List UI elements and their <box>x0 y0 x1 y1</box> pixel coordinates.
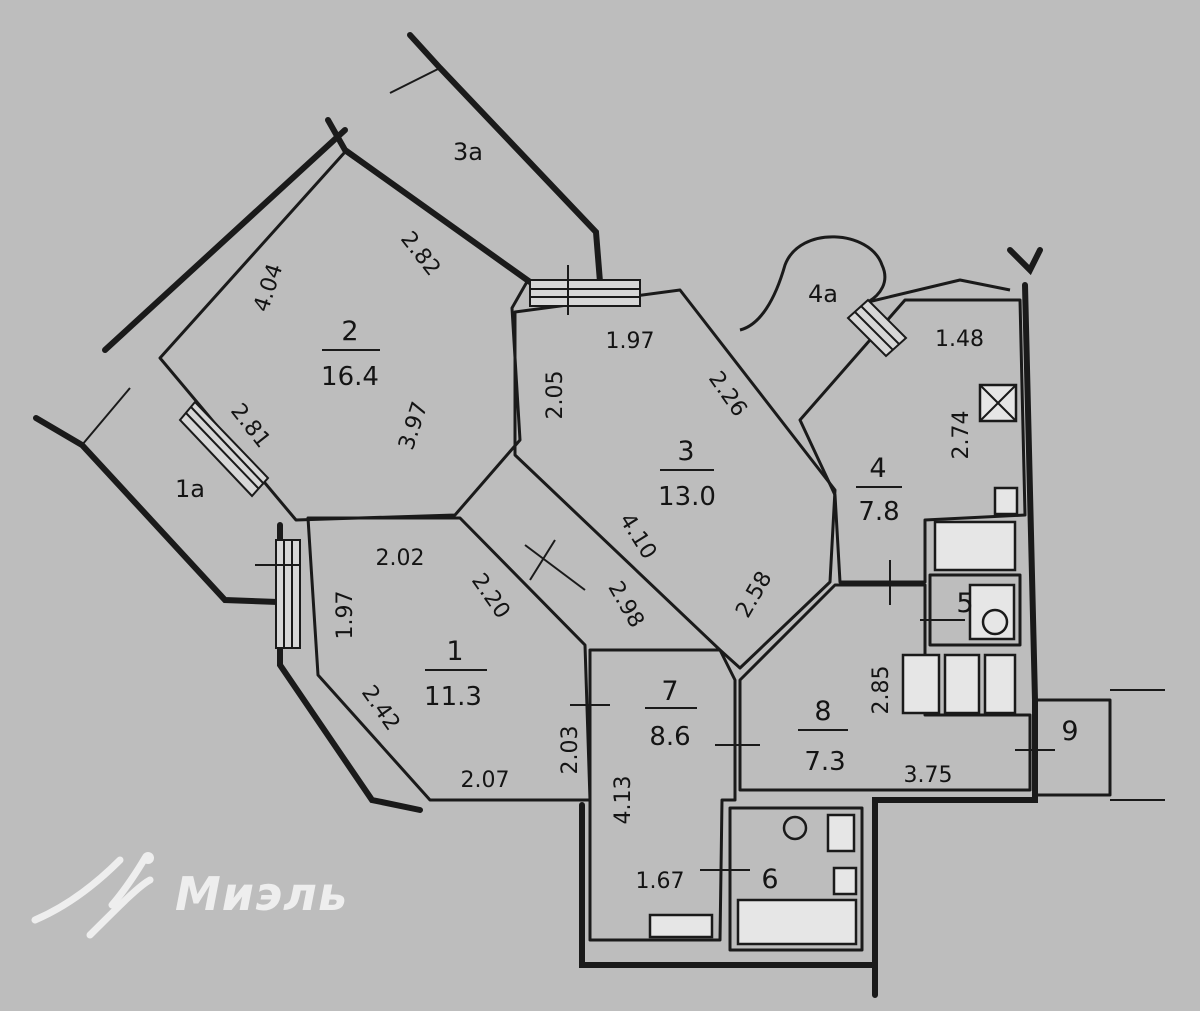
dim-r8-right: 2.85 <box>869 666 894 715</box>
windows <box>178 279 908 649</box>
dim-r7-bottom: 1.67 <box>636 869 685 894</box>
room-5-outline <box>928 573 1022 647</box>
door-room-2 <box>524 544 586 591</box>
watermark-logo-dot <box>142 852 154 864</box>
balcony-3a-rail <box>407 32 603 285</box>
room-5-number: 5 <box>956 588 973 619</box>
room-2-wall-left <box>102 127 348 353</box>
window-room-2 <box>178 400 270 498</box>
dim-r4-right: 2.74 <box>949 411 974 460</box>
balcony-1a-label: 1a <box>175 475 205 503</box>
dim-r1-top: 2.02 <box>376 546 425 571</box>
room-1-number: 1 <box>446 636 463 667</box>
room-1-area: 11.3 <box>424 682 482 712</box>
dim-r7-left: 4.13 <box>611 776 636 825</box>
fixtures <box>648 383 1019 946</box>
room-3-outline <box>513 288 837 670</box>
cabinets-room-8 <box>901 653 1017 715</box>
dim-r1-bottom: 2.07 <box>461 768 510 793</box>
room-labels: 2 16.4 3 13.0 4 7.8 1 11.3 7 8.6 8 7.3 5… <box>175 138 1079 895</box>
sink-room-6 <box>832 866 858 896</box>
dim-r3-top: 1.97 <box>606 329 655 354</box>
room-2-number: 2 <box>341 316 358 347</box>
room-4-wall-right <box>1022 282 1038 703</box>
room-2-area: 16.4 <box>321 362 379 392</box>
outer-walls <box>33 32 1165 998</box>
room-7-area: 8.6 <box>649 722 690 752</box>
dim-r1-right: 2.03 <box>558 726 583 775</box>
room-8-area: 7.3 <box>804 747 845 777</box>
dim-r4-top: 1.48 <box>935 327 984 352</box>
cabinet-room-7 <box>648 913 714 939</box>
room-7-outline <box>588 648 737 942</box>
watermark-text: Миэль <box>175 867 348 921</box>
watermark: Миэль <box>31 852 348 939</box>
bathtub-room-6 <box>736 898 858 946</box>
room-4-outline <box>798 298 1027 584</box>
room-4-number: 4 <box>869 453 886 484</box>
room-2-wall-top <box>325 117 533 285</box>
balcony-3a-label: 3a <box>453 138 483 166</box>
door-marks <box>255 265 1055 871</box>
dim-r1-left: 1.97 <box>333 591 358 640</box>
room-8-outline <box>738 583 1032 792</box>
room-7-number: 7 <box>661 676 678 707</box>
balcony-4a-label: 4a <box>808 280 838 308</box>
balcony-4a-outline <box>739 235 1011 332</box>
window-room-1 <box>275 539 301 649</box>
room-9-number: 9 <box>1061 716 1078 747</box>
window-room-4 <box>846 298 908 358</box>
toilet-room-6 <box>782 813 856 853</box>
door-room-2-b <box>529 539 556 581</box>
room-9-outline <box>1033 698 1112 797</box>
outer-wall-bottom <box>579 802 878 968</box>
balcony-1a-edge <box>81 387 131 446</box>
dim-r3-left: 2.05 <box>543 371 568 420</box>
dim-r8-bottom: 3.75 <box>904 763 953 788</box>
balcony-3a-edge <box>389 67 441 94</box>
window-room-3 <box>529 279 641 307</box>
room-3-area: 13.0 <box>658 482 716 512</box>
room-3-number: 3 <box>677 436 694 467</box>
room-6-outline <box>728 806 864 952</box>
room-8-number: 8 <box>814 696 831 727</box>
room-4-area: 7.8 <box>858 497 899 527</box>
bathtub-room-4 <box>933 520 1017 572</box>
ventilation-room-4 <box>978 383 1018 423</box>
sink-room-4 <box>993 486 1019 516</box>
toilet-room-5 <box>968 583 1016 641</box>
room-2-outline <box>158 150 530 522</box>
balcony-4a-rail <box>1007 247 1043 276</box>
room-6-number: 6 <box>761 864 778 895</box>
balcony-1a-rail <box>33 415 281 605</box>
